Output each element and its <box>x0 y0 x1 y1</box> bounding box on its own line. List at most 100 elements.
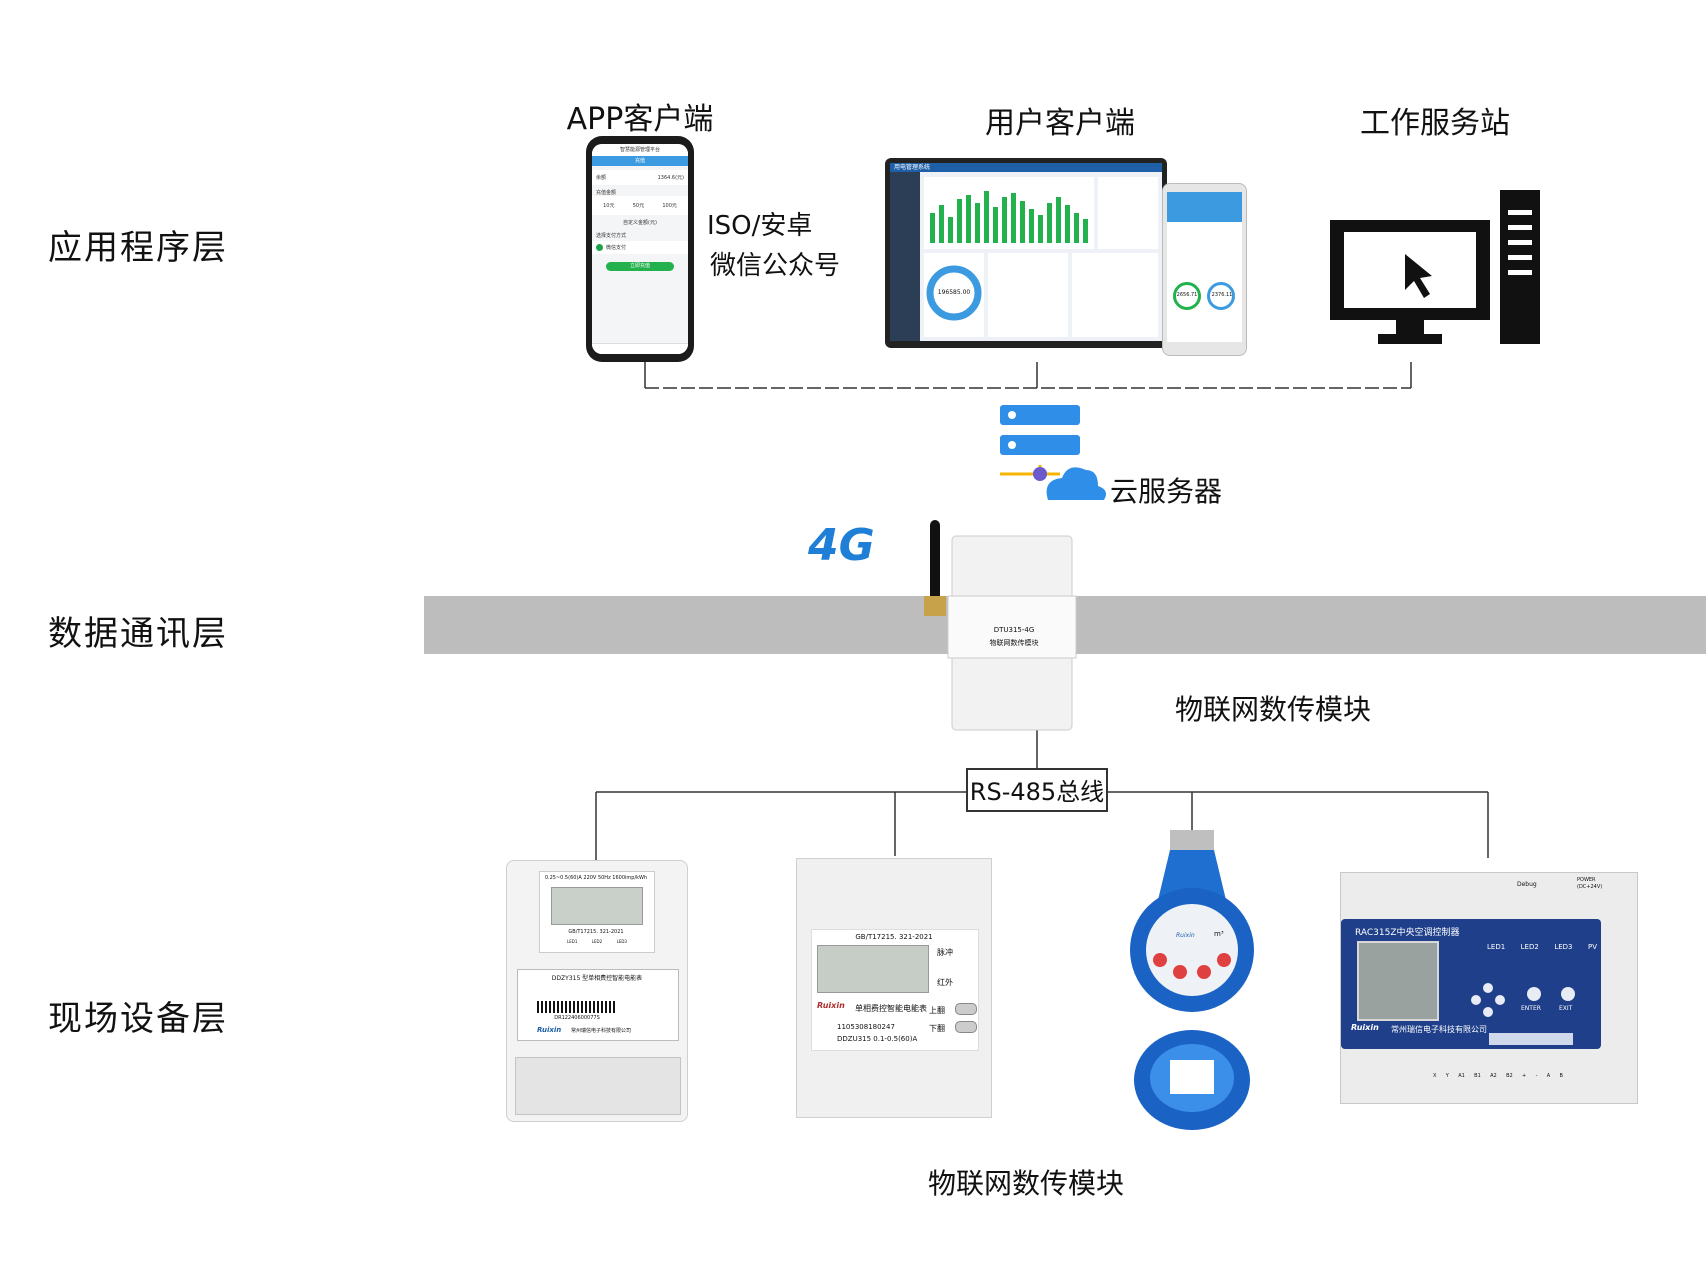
tablet-banner <box>1167 192 1242 222</box>
ac-enter-label: ENTER <box>1521 1005 1541 1012</box>
wechat-pay-icon <box>596 244 603 251</box>
meter2-ir-label: 红外 <box>937 978 953 987</box>
phone-amount-option[interactable]: 10元 <box>603 203 615 209</box>
ac-terminal-label: B2 <box>1506 1073 1513 1079</box>
phone-balance-label: 余额 <box>596 175 607 181</box>
dashboard-bar <box>975 203 980 243</box>
app-platform-text-1: ISO/安卓 <box>707 211 813 241</box>
dashboard-bar <box>957 199 962 243</box>
phone-balance-value: 1364.6(元) <box>657 175 684 181</box>
phone-tab[interactable]: 充值 <box>592 156 688 166</box>
ac-exit-label: EXIT <box>1559 1005 1573 1012</box>
ac-terminal-label: A2 <box>1490 1073 1497 1079</box>
meter2-pulse-label: 脉冲 <box>937 948 953 957</box>
layer-communication-label: 数据通讯层 <box>48 614 228 654</box>
meter2-serial: 1105308180247 <box>837 1023 895 1031</box>
phone-amount-title: 充值金额 <box>596 190 617 196</box>
meter1-terminal-cover <box>515 1057 681 1115</box>
ac-terminal-label: X <box>1433 1073 1437 1079</box>
gateway-label: 物联网数传模块 <box>1175 693 1372 726</box>
phone-screen: 智慧能源管理平台 充值 余额 1364.6(元) 充值金额 10元 50元 10… <box>592 144 688 354</box>
dashboard-bar <box>1065 205 1070 243</box>
phone-device: 智慧能源管理平台 充值 余额 1364.6(元) 充值金额 10元 50元 10… <box>586 136 694 362</box>
dashboard-bar <box>939 205 944 243</box>
meter2-brand: Ruixin <box>817 1001 845 1010</box>
dashboard-brand: 用电管理系统 <box>890 163 1162 172</box>
tablet-screen: 2656.71 2376.11 <box>1167 192 1242 342</box>
dashboard-gauge-value: 196585.00 <box>937 289 971 296</box>
gateway-model: DTU315-4G <box>993 626 1035 634</box>
ac-lcd <box>1357 941 1439 1021</box>
phone-pay-method[interactable]: 微信支付 <box>606 245 627 251</box>
dashboard-bar <box>984 191 989 243</box>
layer-field-label: 现场设备层 <box>48 999 228 1039</box>
4g-badge: 4G <box>808 520 875 571</box>
tablet-device: 2656.71 2376.11 <box>1162 183 1247 356</box>
phone-pay-title: 选择支付方式 <box>596 233 627 239</box>
meter1-brand: Ruixin <box>537 1026 562 1034</box>
phone-confirm-button[interactable]: 立即充值 <box>606 262 674 271</box>
meter1-standard: GB/T17215. 321-2021 <box>568 929 624 935</box>
meter2-standard: GB/T17215. 321-2021 <box>855 933 933 941</box>
meter1-led-label: LED1 <box>567 939 578 944</box>
ac-terminal-label: A <box>1546 1073 1551 1079</box>
meter1-led-label: LED2 <box>591 939 603 944</box>
meter1-serial: DR12240600077S <box>554 1015 600 1021</box>
dashboard-bar <box>1029 209 1034 243</box>
dashboard-bar <box>1047 203 1052 243</box>
bottom-module-label: 物联网数传模块 <box>928 1167 1125 1200</box>
ac-power-sub: (DC+24V) <box>1577 884 1603 890</box>
dashboard-bar <box>948 217 953 243</box>
meter2-down-button[interactable] <box>955 1021 977 1033</box>
dashboard-bar <box>1011 193 1016 243</box>
ac-title: RAC315Z中央空调控制器 <box>1355 928 1460 938</box>
user-client-title: 用户客户端 <box>985 106 1135 141</box>
ac-exit-button[interactable] <box>1561 987 1575 1001</box>
ac-led-label: LED1 <box>1487 943 1506 951</box>
ac-terminal-label: + <box>1522 1073 1527 1079</box>
dashboard-sidebar[interactable] <box>890 172 920 341</box>
ac-terminal-label: Y <box>1445 1073 1449 1079</box>
meter2-device: GB/T17215. 321-2021 脉冲 红外 上翻 下翻 Ruixin 单… <box>796 858 992 1118</box>
meter2-lcd <box>817 945 929 993</box>
phone-amount-option[interactable]: 100元 <box>662 203 677 209</box>
phone-amount-option[interactable]: 50元 <box>632 203 645 209</box>
meter1-company: 常州瑞信电子科技有限公司 <box>571 1028 632 1034</box>
dashboard-bar <box>1038 215 1043 243</box>
rs485-bus-label: RS-485总线 <box>966 768 1108 812</box>
ac-led-label: LED3 <box>1554 943 1573 951</box>
ac-brand: Ruixin <box>1351 1023 1379 1032</box>
meter1-spec: 0.25~0.5(60)A 220V 50Hz 1600imp/kWh <box>544 875 648 881</box>
meter1-barcode <box>537 1001 617 1013</box>
ac-enter-button[interactable] <box>1527 987 1541 1001</box>
dashboard-monitor: 用电管理系统 196585.00 <box>885 158 1167 348</box>
ac-terminal-labels: X Y A1 B1 A2 B2 + - A B <box>1433 1073 1563 1079</box>
meter2-model: DDZU315 0.1-0.5(60)A <box>837 1035 918 1043</box>
ac-controller-device: Debug POWER (DC+24V) RAC315Z中央空调控制器 LED1… <box>1340 872 1638 1104</box>
phone-header: 智慧能源管理平台 <box>592 144 688 156</box>
dashboard-bar <box>966 195 971 243</box>
meter2-up-label: 上翻 <box>929 1006 945 1015</box>
dashboard-bar <box>1002 197 1007 243</box>
tablet-gauge-value-1: 2656.71 <box>1176 292 1198 298</box>
meter1-device: 0.25~0.5(60)A 220V 50Hz 1600imp/kWh GB/T… <box>506 860 688 1122</box>
dashboard-bar <box>1020 201 1025 243</box>
ac-terminal-label: - <box>1535 1073 1538 1079</box>
gateway-device-name: 物联网数传模块 <box>989 639 1039 647</box>
dashboard-bar <box>1056 197 1061 243</box>
ac-label-strip <box>1489 1033 1573 1045</box>
meter2-up-button[interactable] <box>955 1003 977 1015</box>
layer-application-label: 应用程序层 <box>48 228 228 268</box>
app-platform-text-2: 微信公众号 <box>710 251 841 281</box>
dashboard-bar <box>1083 219 1088 243</box>
meter1-led-label: LED3 <box>616 939 627 944</box>
ac-terminal-label: B1 <box>1474 1073 1481 1079</box>
meter1-title: DDZY315 型单相费控智能电能表 <box>551 975 643 982</box>
phone-custom-amount[interactable]: 自定义金额(元) <box>623 220 657 226</box>
ac-dpad[interactable] <box>1471 983 1505 1017</box>
